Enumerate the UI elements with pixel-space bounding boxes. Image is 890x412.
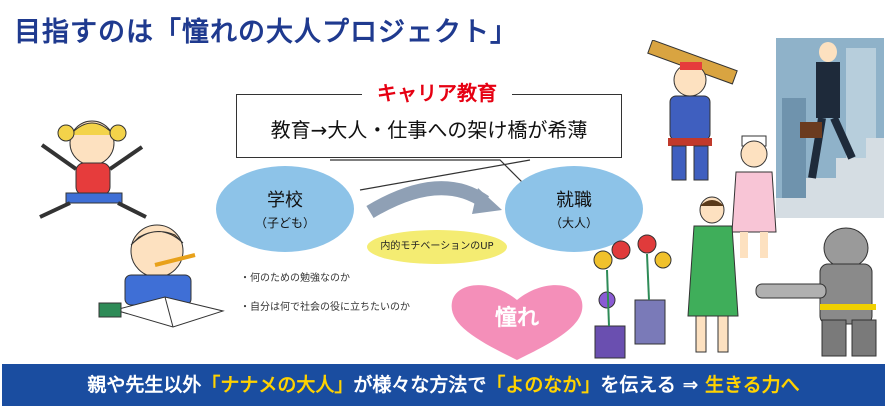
- girl-illustration: [39, 120, 147, 219]
- banner-part: を伝える ⇒: [600, 374, 706, 396]
- nurse-illustration: [731, 135, 777, 258]
- heart-label: 憧れ: [494, 306, 539, 331]
- job-sublabel: （大人）: [549, 216, 598, 230]
- banner-highlight: 「ナナメの大人」: [201, 374, 354, 396]
- job-ellipse: 就職 （大人）: [505, 166, 643, 252]
- school-ellipse: 学校 （子ども）: [216, 166, 354, 252]
- banner-highlight: 「よのなか」: [486, 374, 601, 396]
- banner-highlight: 生きる力へ: [705, 374, 800, 396]
- banner-part: 親や先生以外: [87, 374, 202, 396]
- bullet-item: ・何のための勉強なのか: [240, 273, 350, 284]
- businessman-illustration: [776, 38, 884, 218]
- flowers-illustration: [593, 234, 672, 359]
- bullet-list: ・何のための勉強なのか ・自分は何で社会の役に立ちたいのか: [240, 269, 410, 327]
- bottom-banner: 親や先生以外「ナナメの大人」が様々な方法で「よのなか」を伝える ⇒ 生きる力へ: [2, 364, 885, 406]
- crossing-arrows: [330, 159, 531, 219]
- firefighter-illustration: [755, 227, 877, 357]
- bullet-item: ・自分は何で社会の役に立ちたいのか: [240, 302, 410, 313]
- banner-text: 親や先生以外「ナナメの大人」が様々な方法で「よのなか」を伝える ⇒ 生きる力へ: [2, 364, 885, 406]
- bridge-text: 教育→大人・仕事への架け橋が希薄: [270, 118, 588, 142]
- carpenter-illustration: [647, 40, 738, 181]
- banner-part: が様々な方法で: [353, 374, 487, 396]
- florist-illustration: [687, 196, 739, 353]
- school-label: 学校: [267, 190, 303, 211]
- page-title: 目指すのは「憧れの大人プロジェクト」: [14, 17, 518, 48]
- motivation-badge: 内的モチベーションのUP: [367, 230, 507, 264]
- career-education-label: キャリア教育: [362, 80, 512, 106]
- job-label: 就職: [556, 190, 592, 211]
- boy-studying-illustration: [98, 224, 225, 328]
- school-sublabel: （子ども）: [254, 216, 315, 230]
- heart-icon: [451, 285, 583, 360]
